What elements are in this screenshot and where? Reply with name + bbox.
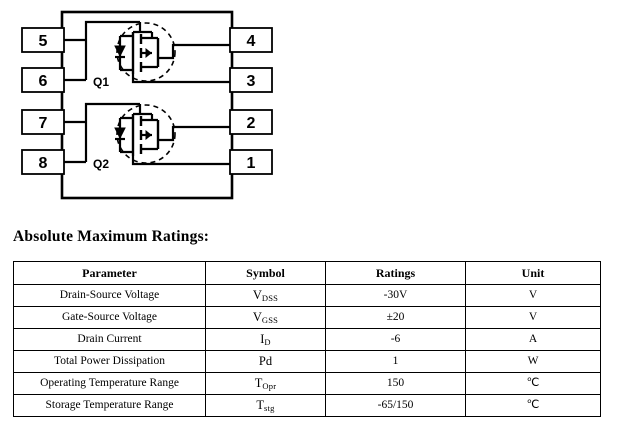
q2-drain-source-stubs [141, 118, 158, 151]
cell-unit: V [465, 284, 601, 307]
cell-rating: -6 [325, 328, 466, 351]
mosfet-q1-group: Q1 [64, 20, 230, 89]
cell-symbol: VDSS [205, 284, 326, 307]
q2-diode-triangle [114, 127, 126, 140]
q2-diode-links [120, 116, 133, 154]
q2-wire-to-pin1 [131, 156, 230, 166]
absolute-maximum-ratings-table: Parameter Symbol Ratings Unit Drain-Sour… [13, 261, 601, 417]
cell-rating: 1 [325, 350, 466, 373]
pin-configuration-diagram: 5 6 7 8 4 3 2 1 [21, 10, 273, 200]
q2-wire-to-pin2 [158, 125, 230, 142]
pin-label-8: 8 [39, 155, 48, 172]
cell-parameter: Gate-Source Voltage [13, 306, 206, 329]
cell-symbol: VGSS [205, 306, 326, 329]
pin-label-3: 3 [247, 73, 256, 90]
cell-symbol: ID [205, 328, 326, 351]
cell-symbol: Tstg [205, 394, 326, 417]
page-title: Absolute Maximum Ratings: [13, 228, 210, 245]
q2-left-bus [64, 120, 88, 164]
pin-label-2: 2 [247, 115, 256, 132]
pin-label-7: 7 [39, 115, 48, 132]
pin-label-5: 5 [39, 33, 48, 50]
cell-rating: -30V [325, 284, 466, 307]
cell-parameter: Drain Current [13, 328, 206, 351]
q2-gate-arrow [145, 129, 152, 141]
cell-rating: -65/150 [325, 394, 466, 417]
cell-unit: ℃ [465, 394, 601, 417]
cell-symbol: TOpr [205, 372, 326, 395]
pin-label-1: 1 [247, 155, 256, 172]
mosfet-q2-group: Q2 [64, 102, 230, 171]
q1-diode-triangle [114, 45, 126, 58]
cell-unit: ℃ [465, 372, 601, 395]
cell-parameter: Drain-Source Voltage [13, 284, 206, 307]
cell-unit: W [465, 350, 601, 373]
cell-parameter: Operating Temperature Range [13, 372, 206, 395]
cell-unit: A [465, 328, 601, 351]
q1-top-rail [84, 20, 140, 40]
pin-pad-4 [229, 27, 273, 53]
cell-parameter: Storage Temperature Range [13, 394, 206, 417]
pin-pad-2 [229, 109, 273, 135]
package-body-outline [60, 10, 234, 200]
cell-unit: V [465, 306, 601, 329]
pin-pad-5 [21, 27, 65, 53]
q1-left-bus [64, 38, 88, 82]
mosfet-label-q1: Q1 [93, 75, 109, 89]
cell-parameter: Total Power Dissipation [13, 350, 206, 373]
q1-drain-source-stubs [141, 36, 158, 69]
cell-rating: 150 [325, 372, 466, 395]
column-header-unit: Unit [465, 261, 601, 285]
q1-diode-links [120, 34, 133, 72]
q1-gate-arrow [145, 47, 152, 59]
pin-pad-3 [229, 67, 273, 93]
pin-label-6: 6 [39, 73, 48, 90]
cell-symbol: Pd [205, 350, 326, 373]
column-header-parameter: Parameter [13, 261, 206, 285]
column-header-ratings: Ratings [325, 261, 466, 285]
q1-wire-to-pin3 [131, 74, 230, 84]
pin-pad-6 [21, 67, 65, 93]
pin-label-4: 4 [247, 33, 256, 50]
pin-pad-8 [21, 149, 65, 175]
column-header-symbol: Symbol [205, 261, 326, 285]
mosfet-label-q2: Q2 [93, 157, 109, 171]
q1-top-bridge [133, 30, 154, 38]
q2-top-bridge [133, 112, 154, 120]
q1-wire-to-pin4 [158, 43, 230, 60]
table-header-row: Parameter Symbol Ratings Unit [13, 261, 601, 285]
pin-pad-1 [229, 149, 273, 175]
cell-rating: ±20 [325, 306, 466, 329]
q2-top-rail [84, 102, 140, 122]
